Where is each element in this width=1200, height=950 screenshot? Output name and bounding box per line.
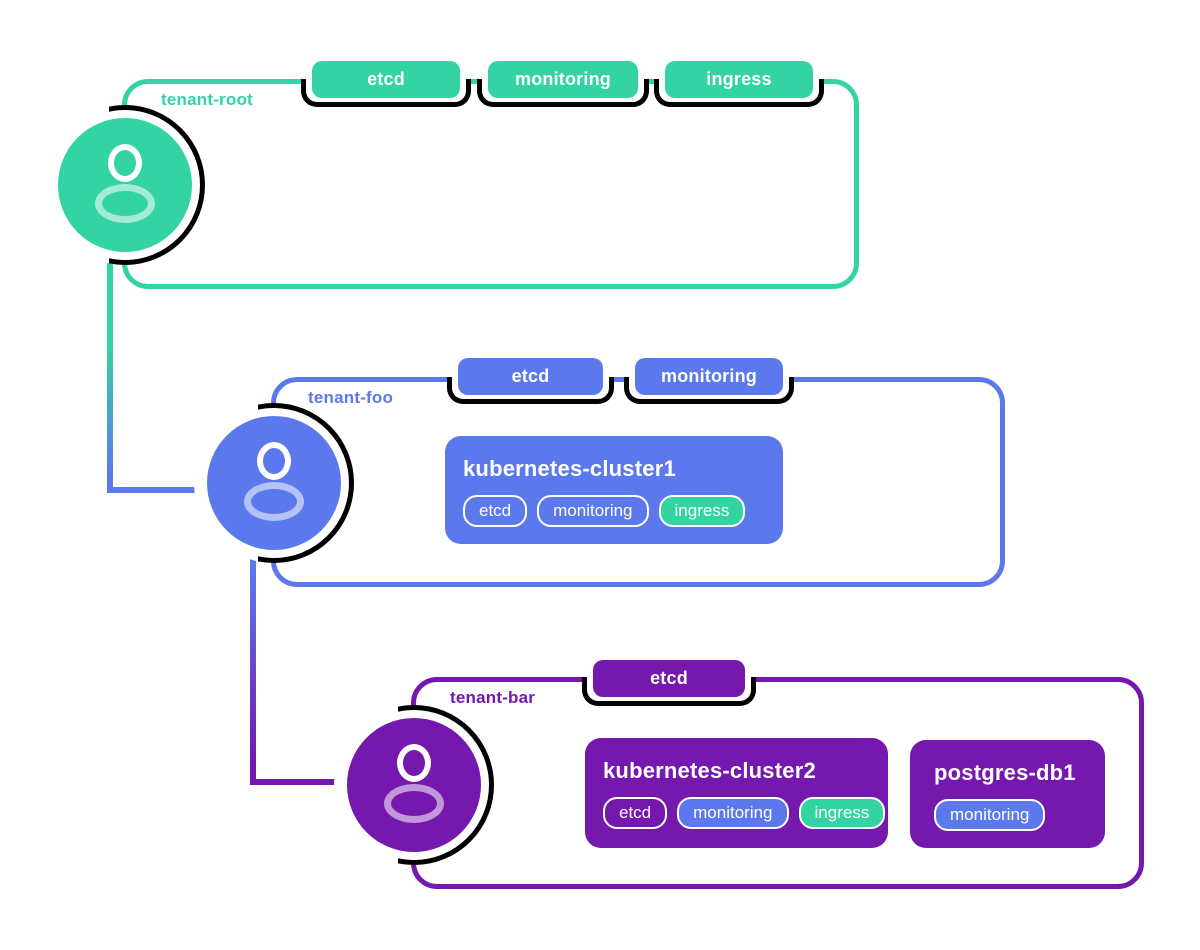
workload-badges: etcd monitoring ingress	[463, 495, 765, 527]
tenant-root-tab-ingress: ingress	[665, 61, 813, 98]
tenant-foo-tab-monitoring: monitoring	[635, 358, 783, 395]
tenant-foo-label: tenant-foo	[308, 388, 394, 407]
person-icon	[58, 118, 192, 252]
workload-badges: monitoring	[934, 799, 1087, 831]
connector-foo-bar-vertical	[250, 551, 256, 785]
tenant-foo-avatar	[207, 416, 341, 550]
person-head-shape	[108, 144, 142, 182]
connector-root-foo-horizontal	[107, 487, 259, 493]
tenant-root-box	[122, 79, 859, 289]
person-body-shape	[244, 482, 304, 521]
tenant-root-tab-etcd: etcd	[312, 61, 460, 98]
workload-title: postgres-db1	[934, 760, 1076, 785]
person-body-shape	[95, 184, 155, 223]
tenant-bar-avatar	[347, 718, 481, 852]
tenant-root-label: tenant-root	[161, 90, 253, 109]
tenant-root-avatar	[58, 118, 192, 252]
workload-title: kubernetes-cluster1	[463, 456, 676, 481]
person-head-shape	[397, 744, 431, 782]
workload-card-postgres-db1: postgres-db1 monitoring	[910, 740, 1105, 848]
workload-card-kubernetes-cluster2: kubernetes-cluster2 etcd monitoring ingr…	[585, 738, 888, 848]
tenant-bar-tab-etcd: etcd	[593, 660, 745, 697]
connector-foo-bar-horizontal	[250, 779, 382, 785]
workload-badges: etcd monitoring ingress	[603, 797, 886, 829]
workload-card-kubernetes-cluster1: kubernetes-cluster1 etcd monitoring ingr…	[445, 436, 783, 544]
connector-root-foo-vertical	[107, 253, 113, 493]
person-icon	[207, 416, 341, 550]
person-head-shape	[257, 442, 291, 480]
badge-etcd: etcd	[463, 495, 528, 527]
badge-monitoring: monitoring	[537, 495, 649, 527]
tenant-foo-tab-etcd: etcd	[458, 358, 603, 395]
person-body-shape	[384, 784, 444, 823]
badge-ingress: ingress	[658, 495, 746, 527]
badge-ingress: ingress	[798, 797, 886, 829]
tenant-bar-label: tenant-bar	[450, 688, 536, 707]
badge-monitoring: monitoring	[934, 799, 1046, 831]
workload-title: kubernetes-cluster2	[603, 758, 816, 783]
badge-etcd: etcd	[603, 797, 668, 829]
tenant-root-tab-monitoring: monitoring	[488, 61, 638, 98]
person-icon	[347, 718, 481, 852]
badge-monitoring: monitoring	[677, 797, 789, 829]
